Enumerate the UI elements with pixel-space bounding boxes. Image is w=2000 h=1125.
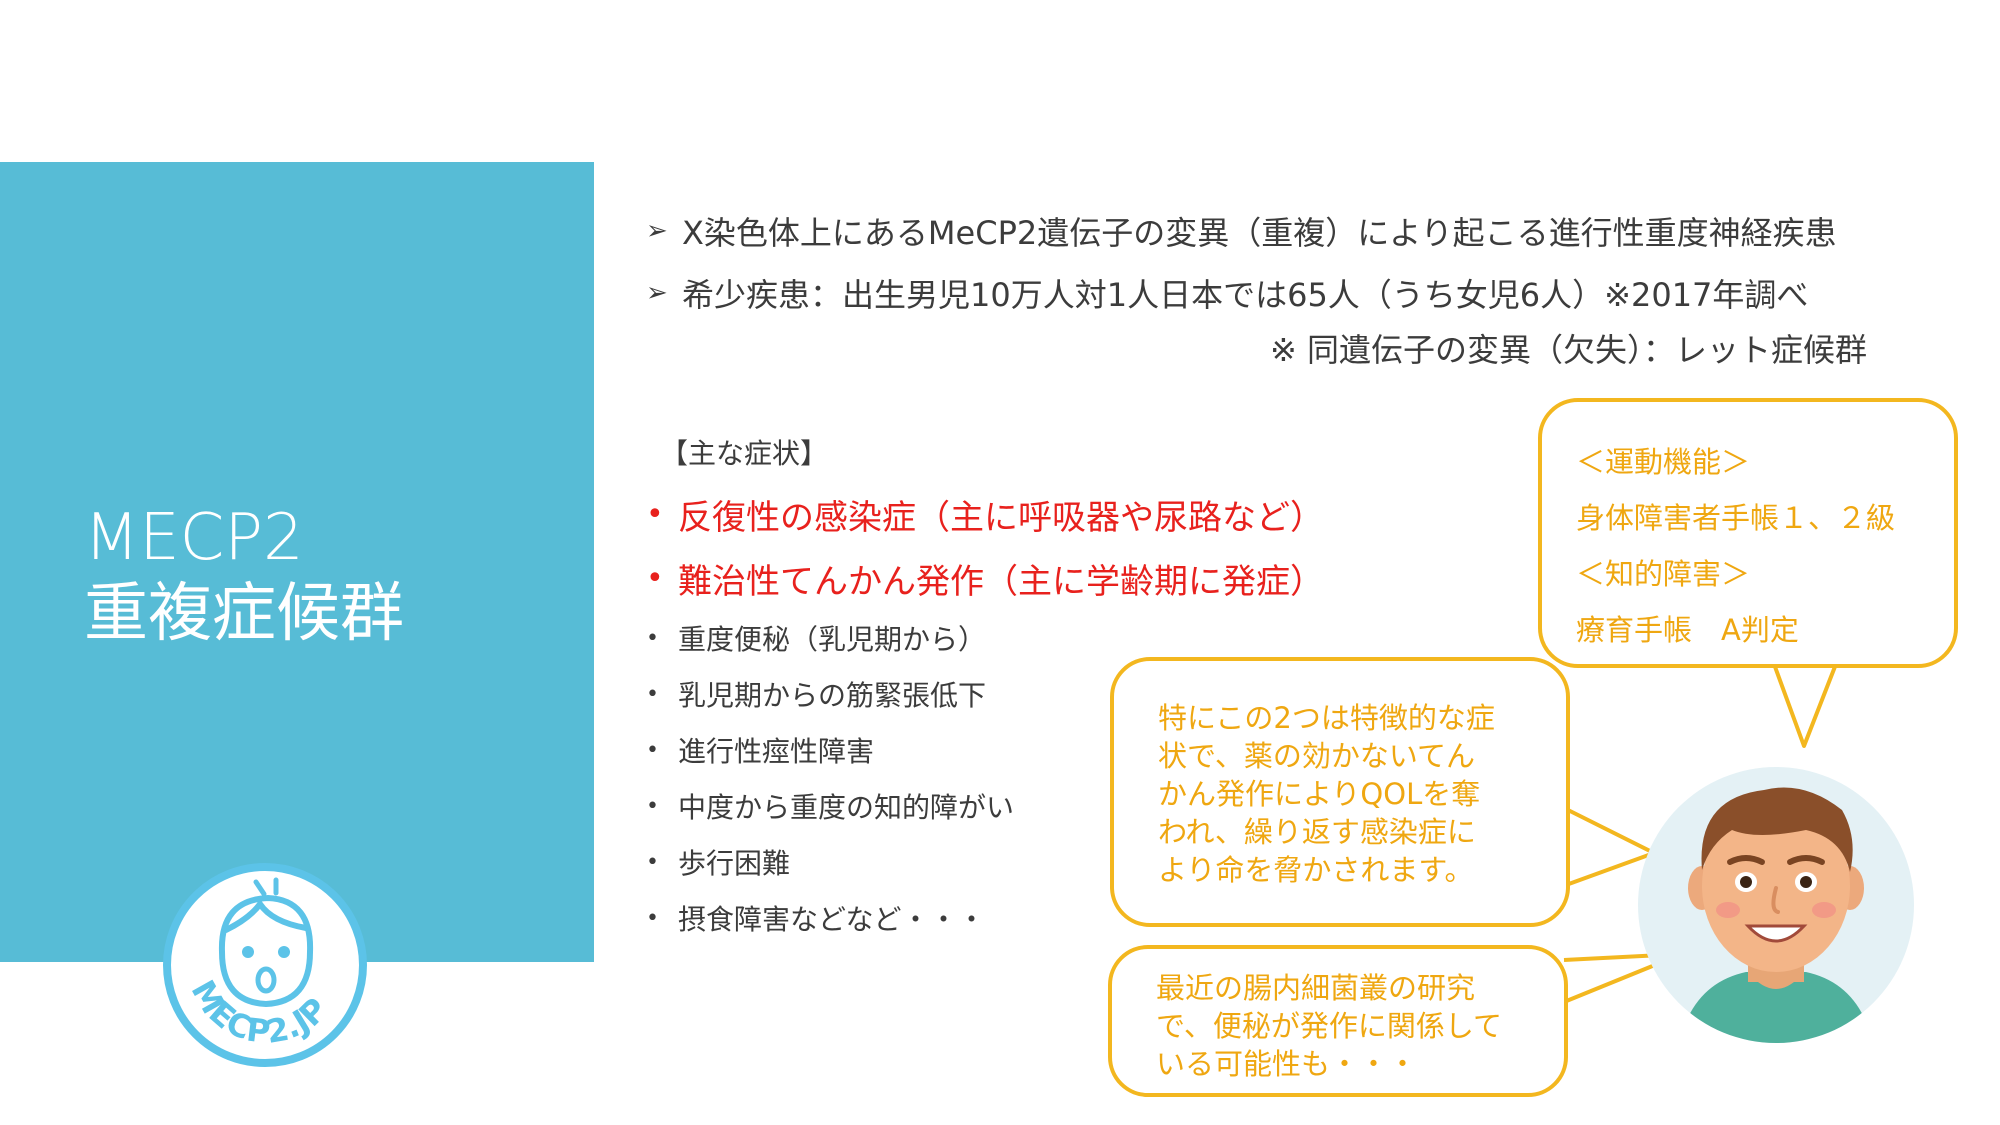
man-avatar — [1638, 767, 1914, 1043]
arrow-bullet-icon: ➢ — [646, 278, 668, 308]
bubble-certificates: ＜運動機能＞ 身体障害者手帳１、２級 ＜知的障害＞ 療育手帳 A判定 — [1538, 398, 1958, 668]
bubble-line: ＜知的障害＞ — [1576, 557, 1751, 591]
intro-item: ➢ X染色体上にあるMeCP2遺伝子の変異（重複）により起こる進行性重度神経疾患 — [646, 200, 1946, 262]
slide-title: MECP2 重複症候群 — [84, 500, 404, 652]
slide-title-line1: MECP2 — [84, 501, 304, 575]
symptom-item: • 乳児期からの筋緊張低下 — [646, 666, 1324, 722]
bubble-line: 療育手帳 A判定 — [1576, 613, 1799, 647]
bullet-icon: • — [646, 737, 659, 763]
bubble-line: 最近の腸内細菌叢の研究 — [1156, 971, 1476, 1005]
symptom-text: 摂食障害などなど・・・ — [678, 903, 986, 936]
bubble-right-tail — [1772, 663, 1838, 748]
arrow-bullet-icon: ➢ — [646, 216, 668, 246]
bubble-research: 最近の腸内細菌叢の研究 で、便秘が発作に関係して いる可能性も・・・ — [1108, 945, 1568, 1097]
bubble-characteristic: 特にこの2つは特徴的な症 状で、薬の効かないてん かん発作によりQOLを奪 われ… — [1110, 657, 1570, 927]
symptom-item: • 中度から重度の知的障がい — [646, 778, 1324, 834]
major-symptom-item: • 反復性の感染症（主に呼吸器や尿路など） — [646, 482, 1324, 546]
rett-note: ※ 同遺伝子の変異（欠失）：レット症候群 — [1270, 331, 1867, 369]
slide-title-line2: 重複症候群 — [84, 577, 404, 651]
symptom-text: 中度から重度の知的障がい — [678, 791, 1015, 824]
intro-item: ➢ 希少疾患：出生男児10万人対1人日本では65人（うち女児6人）※2017年調… — [646, 262, 1946, 324]
bubble-line: かん発作によりQOLを奪 — [1158, 777, 1481, 811]
symptom-item: • 歩行困難 — [646, 834, 1324, 890]
symptom-text: 歩行困難 — [678, 847, 791, 880]
symptom-text: 反復性の感染症（主に呼吸器や尿路など） — [678, 497, 1324, 538]
bubble-line: ＜運動機能＞ — [1576, 445, 1751, 479]
bubble-line: 特にこの2つは特徴的な症 — [1158, 701, 1495, 735]
bubble-line: 状で、薬の効かないてん — [1158, 739, 1475, 773]
bubble-line: で、便秘が発作に関係して — [1156, 1009, 1502, 1043]
bubble-line: より命を脅かされます。 — [1158, 853, 1474, 887]
major-symptom-item: • 難治性てんかん発作（主に学齢期に発症） — [646, 546, 1324, 610]
bubble-line: 身体障害者手帳１、２級 — [1576, 501, 1896, 535]
title-panel — [0, 162, 594, 962]
mecp2-logo: MECP2.JP — [163, 863, 367, 1067]
symptom-item: • 重度便秘（乳児期から） — [646, 610, 1324, 666]
bubble-line: いる可能性も・・・ — [1156, 1047, 1418, 1081]
symptoms-list: • 反復性の感染症（主に呼吸器や尿路など） • 難治性てんかん発作（主に学齢期に発症… — [646, 482, 1324, 946]
bullet-icon: • — [646, 625, 659, 651]
intro-list: ➢ X染色体上にあるMeCP2遺伝子の変異（重複）により起こる進行性重度神経疾患… — [646, 200, 1946, 324]
symptom-text: 重度便秘（乳児期から） — [678, 623, 987, 656]
symptom-item: • 摂食障害などなど・・・ — [646, 890, 1324, 946]
bullet-icon: • — [646, 681, 659, 707]
bubble-line: われ、繰り返す感染症に — [1158, 815, 1476, 849]
bullet-icon: • — [646, 560, 664, 596]
bullet-icon: • — [646, 905, 659, 931]
intro-text: 希少疾患：出生男児10万人対1人日本では65人（うち女児6人）※2017年調べ — [682, 276, 1809, 314]
bullet-icon: • — [646, 496, 664, 532]
symptom-text: 進行性痙性障害 — [678, 735, 875, 768]
bullet-icon: • — [646, 793, 659, 819]
bullet-icon: • — [646, 849, 659, 875]
symptom-text: 難治性てんかん発作（主に学齢期に発症） — [678, 561, 1324, 602]
symptom-text: 乳児期からの筋緊張低下 — [678, 679, 987, 712]
intro-text: X染色体上にあるMeCP2遺伝子の変異（重複）により起こる進行性重度神経疾患 — [682, 214, 1837, 252]
symptom-item: • 進行性痙性障害 — [646, 722, 1324, 778]
symptoms-heading: 【主な症状】 — [660, 437, 829, 470]
